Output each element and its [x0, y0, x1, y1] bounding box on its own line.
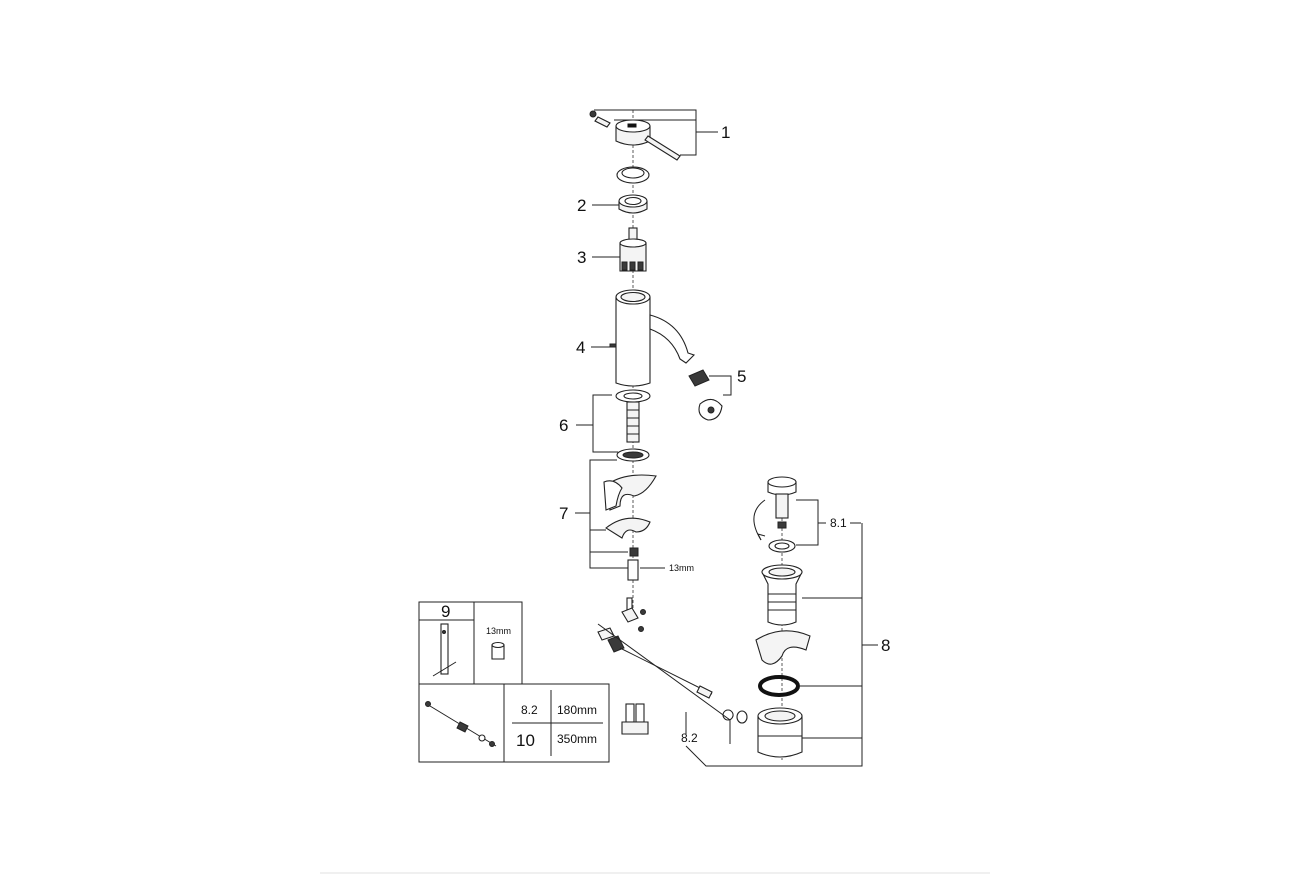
cartridge — [619, 227, 647, 272]
drain-flange — [761, 564, 803, 626]
table-10-r1-length: 180mm — [557, 703, 597, 717]
drain-gasket-top — [755, 630, 811, 665]
callout-6: 6 — [559, 416, 568, 435]
tool-table-9: 9 13mm — [418, 601, 523, 685]
aerator — [688, 369, 723, 421]
callout-line-82a — [597, 623, 731, 744]
wrench-size-label: 13mm — [669, 563, 694, 573]
drain-seal — [768, 539, 796, 553]
callout-1: 1 — [721, 123, 730, 142]
callout-line-81 — [796, 499, 819, 546]
tool-table-10: 8.2 180mm 10 350mm — [418, 683, 610, 763]
callout-2: 2 — [577, 196, 586, 215]
table-10-r2-code: 10 — [516, 731, 535, 750]
callout-8-2: 8.2 — [681, 731, 698, 745]
callout-3: 3 — [577, 248, 586, 267]
table-9-wrench-size: 13mm — [486, 626, 511, 636]
retaining-nut — [618, 194, 648, 214]
threaded-stud — [615, 389, 651, 462]
callout-line-7 — [589, 459, 628, 569]
table-10-r2-length: 350mm — [557, 732, 597, 746]
drain-plug — [753, 476, 797, 541]
callout-line-6 — [592, 394, 618, 453]
callout-5: 5 — [737, 367, 746, 386]
drain-body — [757, 707, 803, 758]
callout-7: 7 — [559, 504, 568, 523]
callout-4: 4 — [576, 338, 585, 357]
supply-hose-fittings — [621, 703, 649, 735]
drain-o-ring — [758, 675, 800, 697]
table-10-r1-code: 8.2 — [521, 703, 538, 717]
table-9-number: 9 — [441, 602, 450, 621]
mounting-set — [603, 474, 657, 581]
callout-8-1: 8.1 — [830, 516, 847, 530]
faucet-body — [609, 289, 696, 387]
lever-handle — [589, 110, 681, 161]
popup-rod-assembly — [597, 597, 748, 724]
callout-8: 8 — [881, 636, 890, 655]
cover-ring — [616, 166, 650, 184]
callout-line-5 — [709, 375, 732, 396]
